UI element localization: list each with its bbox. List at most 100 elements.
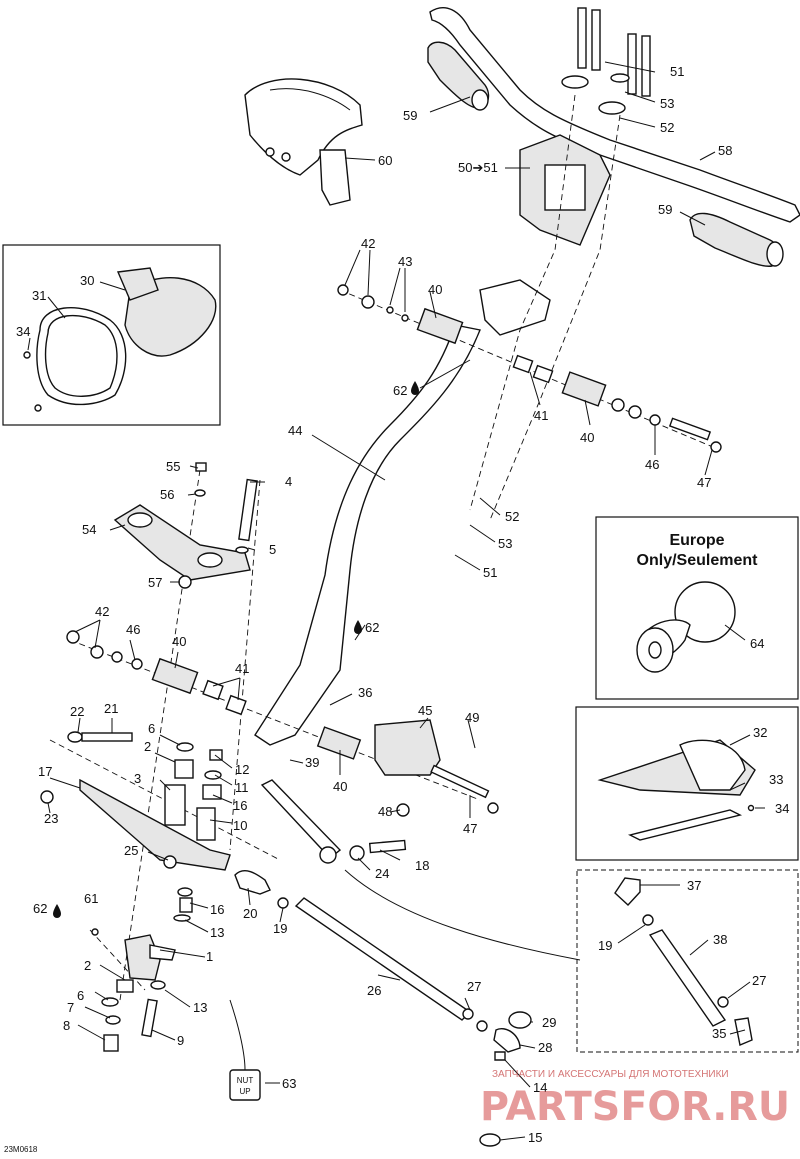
callout-label: 54	[82, 522, 96, 537]
callout-label: 34	[775, 801, 789, 816]
callout-label: 53	[660, 96, 674, 111]
handlebar-cover	[244, 78, 363, 206]
callout-label: 35	[712, 1026, 726, 1041]
inset-title-line1: Europe	[669, 532, 724, 549]
tie-rod-main	[234, 779, 532, 1147]
leader-lines	[27, 61, 765, 1141]
callout-label: 1	[206, 949, 213, 964]
callout-label: 50➔51	[458, 160, 498, 175]
callout-label: 52	[505, 509, 519, 524]
callout-label: 30	[80, 273, 94, 288]
callout-label: 62	[33, 901, 47, 916]
callout-label: 19	[598, 938, 612, 953]
callout-label: 51	[670, 64, 684, 79]
inset-box-tie-rod	[576, 869, 799, 1053]
callout-label: 37	[687, 878, 701, 893]
oil-drop-icon	[354, 620, 362, 634]
callout-label: 42	[361, 236, 375, 251]
grip-left	[427, 41, 490, 111]
callout-label: 27	[752, 973, 766, 988]
callout-label: 14	[533, 1080, 547, 1095]
callout-label: 26	[367, 983, 381, 998]
callout-label: 59	[658, 202, 672, 217]
callout-label: 7	[67, 1000, 74, 1015]
nut-up-badge: NUT UP	[229, 1069, 261, 1101]
callout-label: 34	[16, 324, 30, 339]
callout-label: 46	[126, 622, 140, 637]
callout-label: 15	[528, 1130, 542, 1145]
nut-badge-bottom: UP	[239, 1087, 250, 1096]
callout-label: 25	[124, 843, 138, 858]
callout-label: 49	[465, 710, 479, 725]
bracket	[113, 462, 258, 589]
callout-label: 40	[580, 430, 594, 445]
callout-label: 51	[483, 565, 497, 580]
callout-label: 23	[44, 811, 58, 826]
callout-label: 44	[288, 423, 302, 438]
callout-label: 20	[243, 906, 257, 921]
callout-label: 18	[415, 858, 429, 873]
inset-box-handguard	[2, 244, 221, 426]
callout-label: 41	[534, 408, 548, 423]
callout-label: 62	[365, 620, 379, 635]
callout-label: 60	[378, 153, 392, 168]
callout-label: 10	[233, 818, 247, 833]
callout-label: 9	[177, 1033, 184, 1048]
callout-label: 17	[38, 764, 52, 779]
boot	[597, 739, 756, 841]
watermark-logo: PARTSFOR.RU	[480, 1084, 790, 1130]
upper-bushing-stack	[337, 284, 722, 453]
handguard	[23, 267, 217, 412]
upper-clamp	[519, 134, 611, 246]
callout-label: 32	[753, 725, 767, 740]
callout-label: 24	[375, 866, 389, 881]
top-bolts	[561, 7, 651, 115]
callout-label: 22	[70, 704, 84, 719]
callout-label: 40	[172, 634, 186, 649]
callout-label: 3	[134, 771, 141, 786]
watermark-caption: ЗАПЧАСТИ И АКСЕССУАРЫ ДЛЯ МОТОТЕХНИКИ	[492, 1069, 729, 1080]
oil-drop-icon	[53, 904, 61, 918]
watermark: ЗАПЧАСТИ И АКСЕССУАРЫ ДЛЯ МОТОТЕХНИКИ PA…	[480, 1069, 790, 1130]
callout-label: 16	[233, 798, 247, 813]
callout-label: 64	[750, 636, 764, 651]
callout-label: 63	[282, 1076, 296, 1091]
callout-label: 27	[467, 979, 481, 994]
callout-label: 19	[273, 921, 287, 936]
callout-label: 52	[660, 120, 674, 135]
callout-label: 38	[713, 932, 727, 947]
grip-right	[689, 212, 784, 267]
callout-label: 12	[235, 762, 249, 777]
callout-label: 41	[235, 661, 249, 676]
tie-rod-inset	[614, 877, 753, 1046]
callout-label: 59	[403, 108, 417, 123]
callout-label: 57	[148, 575, 162, 590]
callout-label: 39	[305, 755, 319, 770]
callout-label: 47	[463, 821, 477, 836]
callout-label: 16	[210, 902, 224, 917]
callout-label: 56	[160, 487, 174, 502]
callout-labels: 51 53 52 59 58 60 50➔51 59 42 43 40 30 3…	[16, 64, 789, 1145]
callout-label: 33	[769, 772, 783, 787]
callout-label: 21	[104, 701, 118, 716]
callout-label: 45	[418, 703, 432, 718]
callout-label: 11	[235, 780, 249, 795]
nut-badge-top: NUT	[237, 1076, 254, 1085]
callout-label: 55	[166, 459, 180, 474]
drawing-code: 23M0618	[4, 1145, 38, 1154]
callout-label: 48	[378, 804, 392, 819]
inset-box-boot	[575, 706, 799, 861]
callout-label: 31	[32, 288, 46, 303]
inset-box-europe	[595, 516, 799, 700]
steering-column	[254, 279, 551, 746]
callout-label: 58	[718, 143, 732, 158]
steering-arm-lower	[91, 887, 193, 1052]
lower-bushing-stack	[66, 630, 499, 817]
callout-label: 42	[95, 604, 109, 619]
callout-label: 13	[193, 1000, 207, 1015]
callout-label: 40	[333, 779, 347, 794]
lower-column-parts	[40, 731, 231, 871]
handlebar	[429, 7, 800, 223]
callout-label: 5	[269, 542, 276, 557]
